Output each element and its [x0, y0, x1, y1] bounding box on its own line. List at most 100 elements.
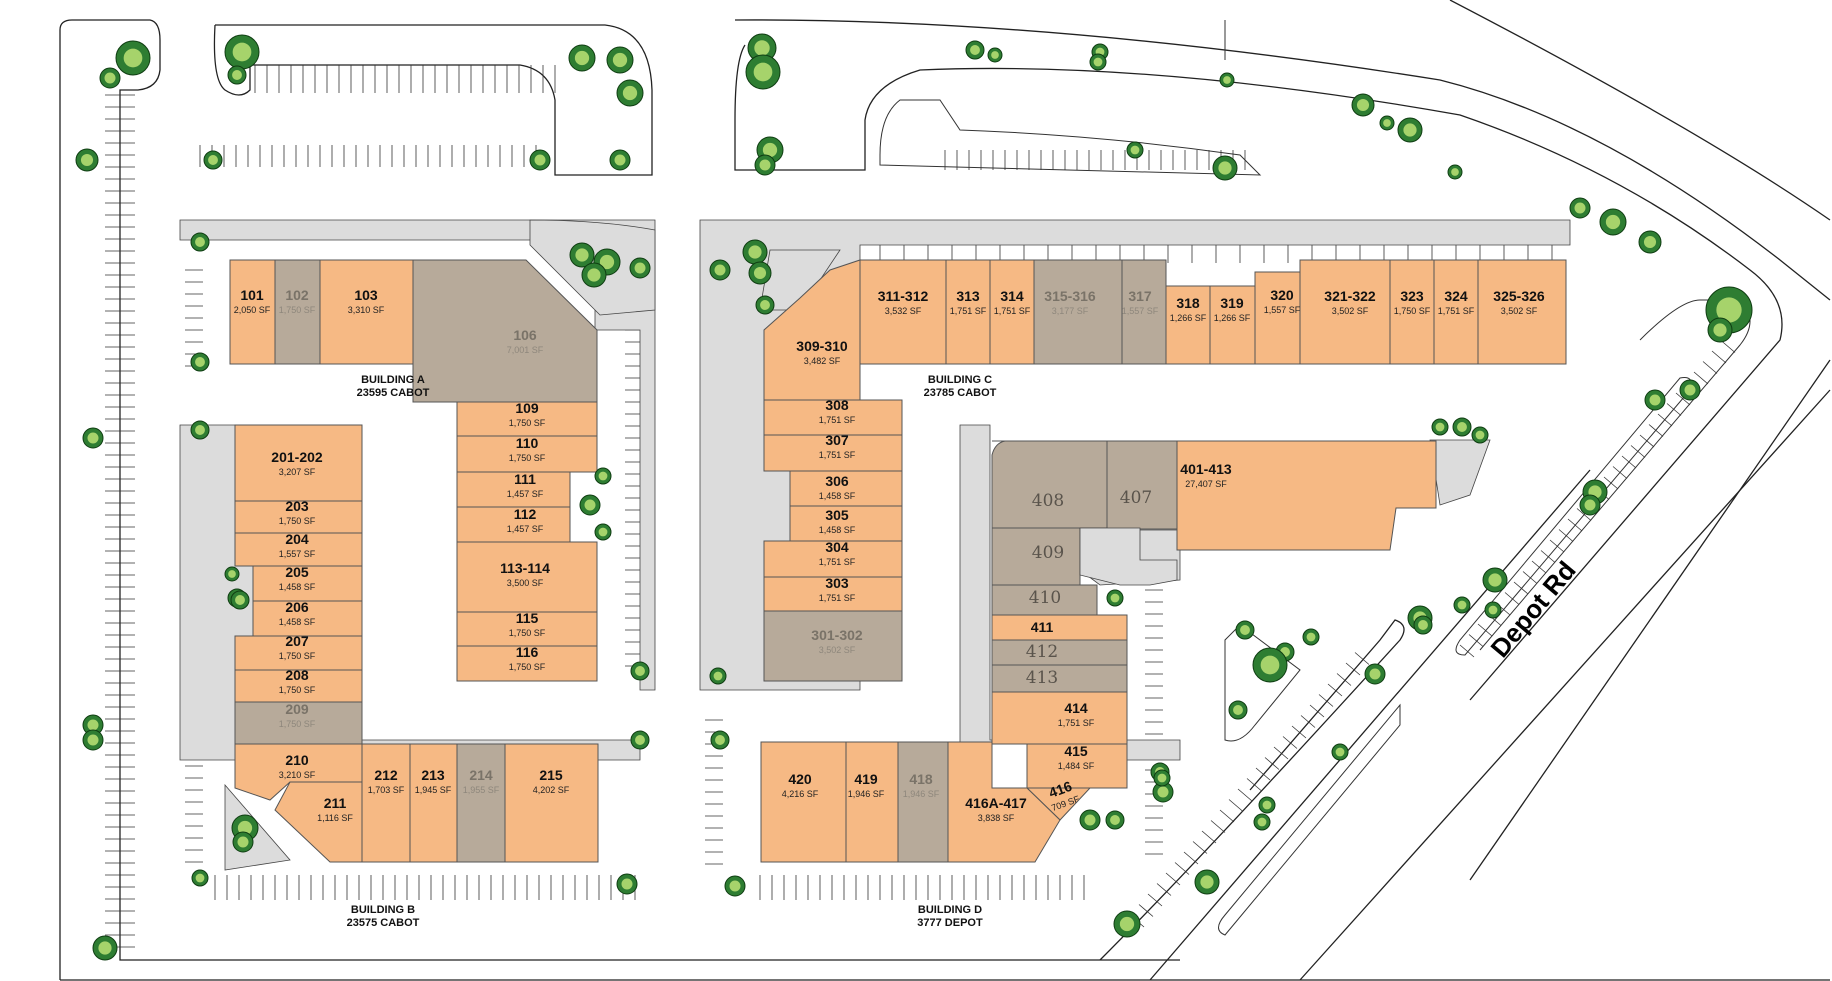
unit-416-number: 416	[1047, 778, 1075, 801]
tree-canopy-icon	[575, 248, 589, 262]
building-a	[229, 259, 598, 682]
unit-214-area: 1,955 SF	[463, 785, 500, 795]
unit-101-shape[interactable]	[229, 259, 276, 365]
unit-210-number: 210	[285, 752, 309, 768]
unit-113-114-number: 113-114	[500, 560, 550, 576]
unit-102-shape[interactable]	[274, 259, 321, 365]
unit-110-area: 1,750 SF	[509, 453, 546, 463]
unit-320-shape[interactable]	[1254, 271, 1301, 365]
parking-stall-line	[1273, 746, 1289, 760]
unit-323-area: 1,750 SF	[1394, 306, 1431, 316]
unit-201-202-shape[interactable]	[234, 424, 363, 502]
unit-416a-417-shape[interactable]	[947, 741, 1061, 863]
unit-313-shape[interactable]	[945, 259, 991, 365]
unit-407-number: 407	[1120, 488, 1152, 508]
parking-stall-line	[1165, 872, 1181, 886]
unit-324-shape[interactable]	[1433, 259, 1479, 365]
unit-418-shape[interactable]	[897, 741, 949, 863]
unit-419-area: 1,946 SF	[848, 789, 885, 799]
tree-canopy-icon	[98, 941, 112, 955]
unit-116-shape[interactable]	[456, 645, 598, 682]
unit-213-shape[interactable]	[409, 743, 458, 863]
unit-325-326-shape[interactable]	[1477, 259, 1567, 365]
unit-318-number: 318	[1176, 295, 1200, 311]
unit-111-shape[interactable]	[456, 471, 571, 508]
unit-412-shape[interactable]	[991, 639, 1128, 666]
unit-110-number: 110	[516, 435, 539, 451]
unit-204-number: 204	[285, 531, 309, 547]
unit-305-shape[interactable]	[789, 505, 903, 542]
unit-115-shape[interactable]	[456, 611, 598, 647]
unit-214-shape[interactable]	[456, 743, 506, 863]
tree-canopy-icon	[1335, 747, 1345, 757]
unit-311-312-number: 311-312	[878, 288, 929, 304]
unit-407-shape[interactable]	[1106, 440, 1178, 530]
unit-411-shape[interactable]	[991, 614, 1128, 641]
unit-211-shape[interactable]	[274, 781, 363, 863]
tree-canopy-icon	[598, 527, 608, 537]
unit-204-shape[interactable]	[234, 532, 363, 567]
unit-203-shape[interactable]	[234, 500, 363, 534]
unit-420-shape[interactable]	[760, 741, 847, 863]
tree-canopy-icon	[1218, 161, 1232, 175]
unit-304-shape[interactable]	[763, 540, 903, 578]
unit-416a-417-area: 3,838 SF	[978, 813, 1015, 823]
unit-317-shape[interactable]	[1121, 259, 1167, 365]
parking-stall-line	[1246, 778, 1262, 791]
unit-414-area: 1,751 SF	[1058, 718, 1095, 728]
unit-212-number: 212	[374, 767, 398, 783]
unit-315-316-shape[interactable]	[1033, 259, 1123, 365]
unit-419-shape[interactable]	[845, 741, 899, 863]
tree-canopy-icon	[753, 266, 767, 280]
parking-stall-line	[1549, 539, 1565, 553]
tree-canopy-icon	[612, 52, 628, 68]
tree-canopy-icon	[574, 50, 590, 66]
parking-stall-line	[1282, 736, 1298, 749]
tree-canopy-icon	[237, 836, 249, 848]
unit-110-shape[interactable]	[456, 435, 598, 473]
unit-304-area: 1,751 SF	[819, 557, 856, 567]
building-b-name: BUILDING B	[351, 904, 415, 916]
unit-208-shape[interactable]	[234, 669, 363, 703]
unit-413-shape[interactable]	[991, 664, 1128, 693]
parking-stall-line	[1459, 644, 1475, 658]
unit-212-shape[interactable]	[361, 743, 411, 863]
parking-stall-line	[1174, 862, 1190, 875]
unit-415-shape[interactable]	[1026, 743, 1128, 789]
tree-canopy-icon	[748, 245, 762, 259]
tree-canopy-icon	[195, 357, 205, 367]
unit-401-413-shape[interactable]	[1176, 440, 1437, 551]
unit-201-202-area: 3,207 SF	[279, 467, 316, 477]
building-c-name: BUILDING C	[928, 374, 992, 386]
unit-418-number: 418	[909, 771, 933, 787]
unit-319-shape[interactable]	[1209, 285, 1256, 365]
unit-116-number: 116	[516, 644, 539, 660]
unit-113-114-shape[interactable]	[456, 541, 598, 613]
unit-307-shape[interactable]	[763, 434, 903, 472]
building-labels: BUILDING A 23595 CABOT BUILDING B 23575 …	[347, 374, 997, 929]
unit-409-shape[interactable]	[991, 527, 1081, 586]
unit-209-shape[interactable]	[234, 701, 363, 745]
unit-208-number: 208	[285, 667, 309, 683]
unit-311-312-shape[interactable]	[859, 259, 947, 365]
unit-103-shape[interactable]	[319, 259, 414, 365]
tree-canopy-icon	[1584, 499, 1596, 511]
building-b-address: 23575 CABOT	[347, 917, 420, 929]
unit-109-shape[interactable]	[456, 401, 598, 437]
unit-323-shape[interactable]	[1389, 259, 1435, 365]
unit-408-shape[interactable]	[991, 440, 1108, 529]
unit-306-area: 1,458 SF	[819, 491, 856, 501]
tree-canopy-icon	[1240, 625, 1250, 635]
unit-314-shape[interactable]	[989, 259, 1035, 365]
tree-canopy-icon	[1713, 323, 1727, 337]
unit-319-number: 319	[1220, 295, 1244, 311]
unit-321-322-shape[interactable]	[1299, 259, 1391, 365]
unit-301-302-shape[interactable]	[763, 610, 903, 682]
unit-303-shape[interactable]	[763, 576, 903, 612]
tree-canopy-icon	[104, 72, 116, 84]
unit-215-shape[interactable]	[504, 743, 599, 863]
unit-112-shape[interactable]	[456, 506, 571, 543]
tree-canopy-icon	[1223, 76, 1231, 84]
parking-stall-line	[1183, 851, 1199, 865]
unit-206-shape[interactable]	[252, 600, 363, 637]
